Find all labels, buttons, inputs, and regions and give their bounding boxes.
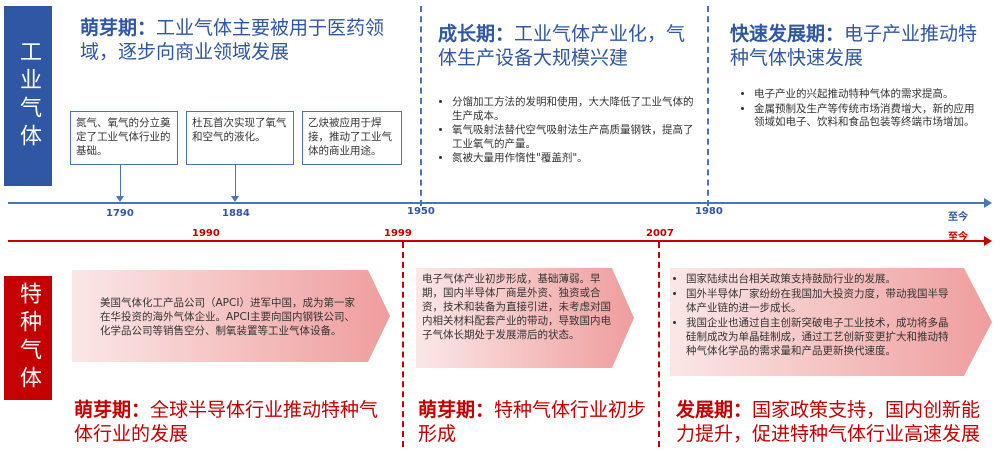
fast-bullets: 电子产业的兴起推动特种气体的需求提高。 金属预制及生产等传统市场消费增大，新的应… [740, 88, 979, 131]
divider-1980 [707, 6, 709, 206]
industrial-timeline-axis [8, 202, 986, 204]
event-box-1790: 氮气、氧气的分立奠定了工业气体行业的基础。 [70, 111, 178, 165]
divider-1999 [402, 242, 404, 447]
special-timeline-axis [8, 240, 986, 242]
phase-industrial-growth: 成长期：工业气体产业化，气体生产设备大规模兴建 [438, 23, 686, 69]
divider-1950 [420, 6, 422, 206]
tick-now-industrial: 至今 [948, 212, 968, 223]
special-box-1999: 电子气体产业初步形成，基础薄弱。早期，国内半导体厂商是外资、独资或合资，技术和装… [422, 273, 611, 341]
chevron-shape-2007 [670, 268, 992, 376]
growth-bullet: 氮被大量用作惰性"覆盖剂"。 [452, 152, 702, 166]
phase-special-embryo-domestic: 萌芽期：特种气体行业初步形成 [418, 399, 647, 445]
tick-1790: 1790 [106, 208, 134, 219]
tick-1950: 1950 [407, 206, 435, 217]
stem-1790 [120, 165, 121, 197]
fast-bullet: 金属预制及生产等传统市场消费增大，新的应用领域如电子、饮料和食品包装等终端市场增… [754, 103, 979, 130]
event-box-acetylene: 乙炔被应用于焊接，推动了工业气体的商业用途。 [302, 111, 402, 165]
dev-bullet: 国家陆续出台相关政策支持鼓励行业的发展。 [686, 272, 956, 286]
growth-bullet: 分馏加工方法的发明和使用，大大降低了工业气体的生产成本。 [452, 96, 702, 123]
industrial-axis-arrow-icon [984, 198, 992, 208]
tick-1999: 1999 [384, 228, 412, 239]
phase-special-embryo-global: 萌芽期：全球半导体行业推动特种气体行业的发展 [74, 399, 379, 445]
divider-2007 [658, 242, 660, 447]
special-axis-arrow-icon [984, 236, 992, 246]
phase-industrial-fast: 快速发展期：电子产业推动特种气体快速发展 [730, 23, 978, 69]
tick-1990: 1990 [192, 228, 220, 239]
chevron-shape-1999 [416, 268, 634, 368]
stem-1884 [235, 165, 236, 197]
special-gas-label: 特种气体 [4, 276, 52, 400]
industrial-gas-label: 工业气体 [4, 6, 52, 186]
phase-industrial-embryo: 萌芽期：工业气体主要被用于医药领域，逐步向商业领域发展 [80, 17, 385, 63]
special-box-1990: 美国气体化工产品公司（APCI）进军中国，成为第一家在华投资的海外气体企业。AP… [100, 297, 355, 337]
chevron-shape-1990 [72, 270, 390, 362]
dev-bullet: 国外半导体厂家纷纷在我国加大投资力度，带动我国半导体产业链的进一步成长。 [686, 287, 956, 315]
tick-2007: 2007 [646, 228, 674, 239]
tick-now-special: 至今 [948, 232, 968, 243]
growth-bullets: 分馏加工方法的发明和使用，大大降低了工业气体的生产成本。 氧气吸射法替代空气吸射… [438, 96, 702, 167]
phase-special-development: 发展期：国家政策支持，国内创新能力提升，促进特种气体行业高速发展 [676, 399, 981, 445]
growth-bullet: 氧气吸射法替代空气吸射法生产高质量钢铁，提高了工业氧气的产量。 [452, 124, 702, 151]
event-box-1884: 杜瓦首次实现了氧气和空气的液化。 [186, 111, 294, 165]
tick-1884: 1884 [222, 208, 250, 219]
tick-1980: 1980 [695, 206, 723, 217]
dev-bullet: 我国企业也通过自主创新突破电子工业技术，成功将多晶硅制成改为单晶硅制成，通过工艺… [686, 316, 956, 358]
special-box-2007: 国家陆续出台相关政策支持鼓励行业的发展。 国外半导体厂家纷纷在我国加大投资力度，… [674, 272, 956, 359]
stem-arrow-1884 [231, 196, 239, 202]
stem-arrow-1790 [116, 196, 124, 202]
fast-bullet: 电子产业的兴起推动特种气体的需求提高。 [754, 88, 979, 102]
